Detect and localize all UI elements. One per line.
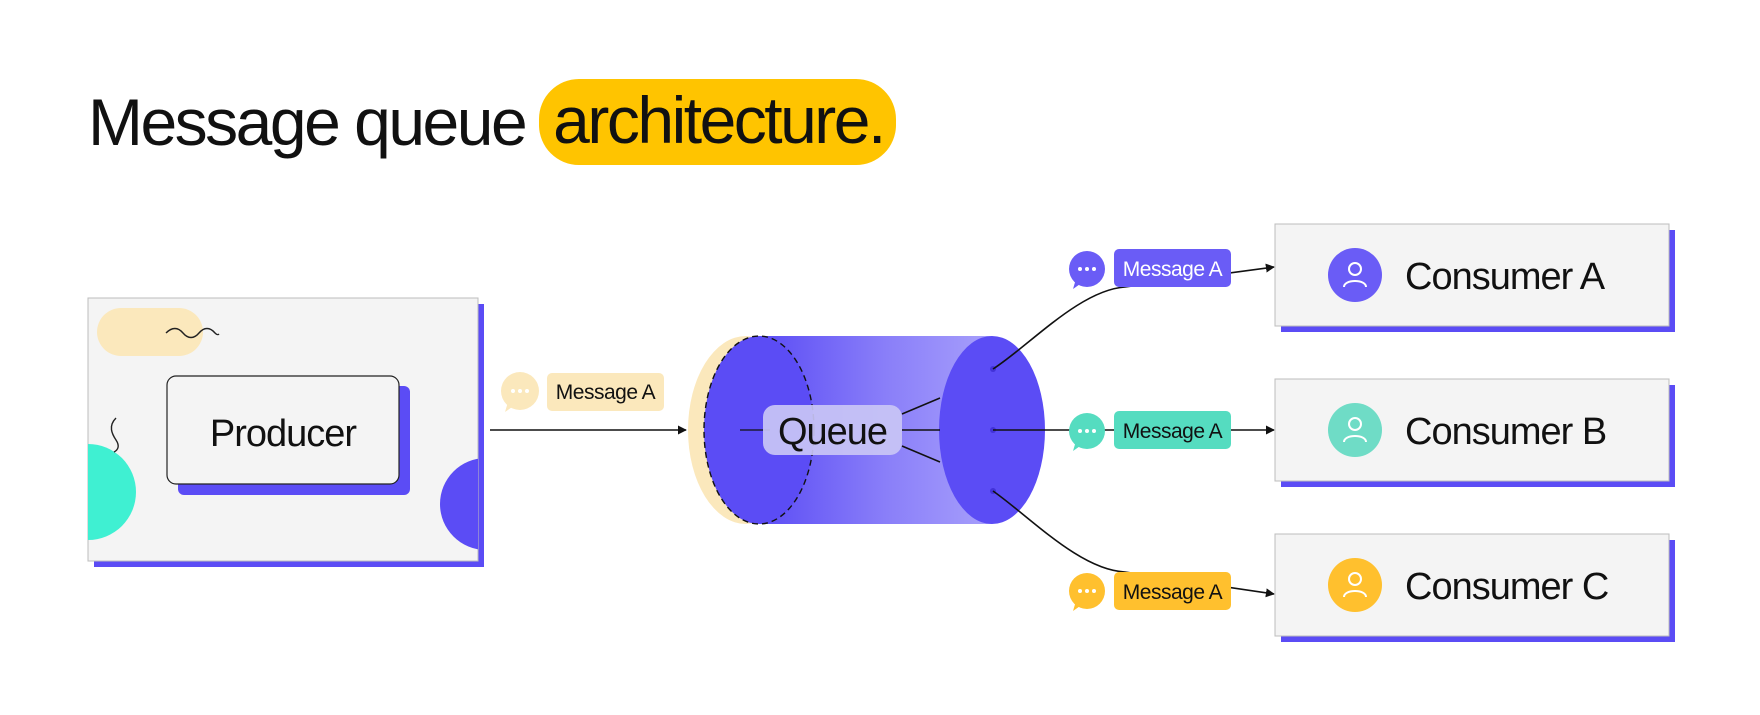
consumer-a: Message A Consumer A bbox=[1069, 223, 1675, 332]
consumer-a-message: Message A bbox=[1069, 249, 1231, 289]
consumer-c-message: Message A bbox=[1069, 572, 1231, 611]
producer-message: Message A bbox=[501, 372, 664, 412]
queue-to-consumer-a-arrow bbox=[992, 263, 1275, 370]
consumer-a-message-label: Message A bbox=[1123, 258, 1223, 281]
consumer-b-message-tag bbox=[1114, 411, 1231, 449]
user-icon bbox=[1328, 248, 1382, 302]
purple-circle-decoration bbox=[440, 458, 478, 550]
title-highlight: architecture. bbox=[539, 79, 896, 165]
producer-box bbox=[166, 375, 400, 485]
consumer-c: Message A Consumer C bbox=[1069, 533, 1675, 642]
consumer-b-message-label: Message A bbox=[1123, 420, 1223, 443]
consumer-b-label: Consumer B bbox=[1405, 411, 1606, 453]
user-icon bbox=[1328, 403, 1382, 457]
page-title: Message queue architecture. bbox=[88, 76, 896, 168]
queue-cylinder: Queue bbox=[688, 335, 1045, 525]
producer-label: Producer bbox=[210, 413, 358, 455]
producer-message-label: Message A bbox=[556, 381, 656, 404]
consumer-b: Message A Consumer B bbox=[1069, 378, 1675, 487]
producer-panel: Producer bbox=[87, 297, 484, 567]
yellow-pill-decoration bbox=[97, 308, 203, 356]
consumer-c-message-tag bbox=[1114, 572, 1231, 610]
squiggle-small-icon bbox=[110, 417, 119, 453]
consumer-a-message-tag bbox=[1114, 249, 1231, 287]
squiggle-icon bbox=[165, 327, 220, 339]
producer-message-tag bbox=[547, 373, 664, 411]
consumer-b-message: Message A bbox=[1069, 411, 1231, 451]
teal-circle-decoration bbox=[88, 444, 136, 540]
consumer-a-label: Consumer A bbox=[1405, 256, 1606, 298]
consumer-c-message-label: Message A bbox=[1123, 581, 1223, 604]
queue-to-consumer-c-arrow bbox=[992, 490, 1275, 598]
user-icon bbox=[1328, 558, 1382, 612]
title-prefix: Message queue bbox=[88, 85, 528, 159]
consumer-c-label: Consumer C bbox=[1405, 566, 1608, 608]
queue-label-bg bbox=[763, 405, 902, 455]
queue-label: Queue bbox=[778, 411, 887, 453]
